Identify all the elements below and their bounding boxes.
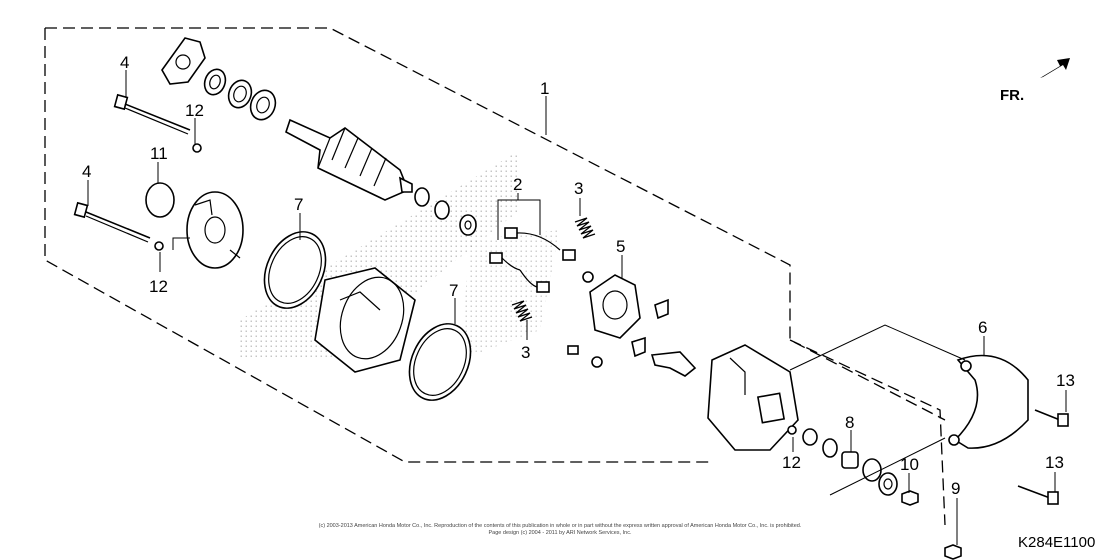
brush-spring-lower bbox=[511, 300, 533, 322]
watermark-stipple bbox=[240, 150, 560, 360]
assembly-dashed-outline bbox=[44, 27, 946, 526]
callout-9: 9 bbox=[951, 479, 960, 498]
brush-holder bbox=[582, 271, 641, 339]
brush-spring-upper bbox=[574, 217, 596, 239]
rear-washers-bearing bbox=[787, 425, 962, 560]
o-ring-large bbox=[145, 182, 175, 218]
callout-13-upper: 13 bbox=[1056, 371, 1075, 390]
long-bolt-upper bbox=[113, 93, 191, 135]
cover-bolt-lower bbox=[1017, 485, 1059, 505]
copyright-line-1: (c) 2003-2013 American Honda Motor Co., … bbox=[319, 523, 802, 529]
callout-5: 5 bbox=[616, 237, 625, 256]
callout-2: 2 bbox=[513, 175, 522, 194]
callout-1: 1 bbox=[540, 79, 549, 98]
callout-13-lower: 13 bbox=[1045, 453, 1064, 472]
callout-12-lower: 12 bbox=[149, 277, 168, 296]
front-direction-label: FR. bbox=[1000, 87, 1024, 104]
thrust-washers bbox=[203, 68, 277, 121]
leader-lines bbox=[87, 70, 1067, 545]
callout-7-upper: 7 bbox=[294, 195, 303, 214]
callouts: 1 2 3 3 4 4 5 6 7 7 8 9 10 11 12 12 12 1… bbox=[82, 53, 1075, 498]
side-cover bbox=[948, 354, 1029, 449]
callout-7-lower: 7 bbox=[449, 281, 458, 300]
copyright-line-2: Page design (c) 2004 - 2011 by ARI Netwo… bbox=[489, 530, 632, 536]
front-direction-arrow-icon bbox=[1040, 58, 1070, 78]
callout-11: 11 bbox=[150, 144, 168, 163]
brush-set bbox=[489, 227, 576, 293]
callout-3-upper: 3 bbox=[574, 179, 583, 198]
diagram-ref-code: K284E1100 bbox=[1018, 534, 1095, 551]
o-ring-yoke-lower bbox=[408, 323, 472, 401]
lock-plate bbox=[161, 37, 206, 85]
callout-8: 8 bbox=[845, 413, 854, 432]
armature bbox=[285, 118, 413, 201]
o-ring-small-upper bbox=[192, 143, 202, 153]
callout-12-upper: 12 bbox=[185, 101, 204, 120]
brush-holder-hardware bbox=[567, 298, 697, 377]
cover-bolt-upper bbox=[1034, 409, 1069, 427]
callout-4-upper: 4 bbox=[120, 53, 129, 72]
o-ring-yoke-upper bbox=[263, 231, 327, 309]
callout-12-rear: 12 bbox=[782, 453, 801, 472]
long-bolt-lower bbox=[73, 201, 151, 243]
callout-3-lower: 3 bbox=[521, 343, 530, 362]
armature-washers bbox=[414, 187, 477, 236]
o-ring-small-lower bbox=[154, 241, 164, 251]
yoke bbox=[314, 267, 416, 373]
front-cover bbox=[186, 191, 244, 269]
callout-10: 10 bbox=[900, 455, 919, 474]
callout-4-lower: 4 bbox=[82, 162, 91, 181]
callout-6: 6 bbox=[978, 318, 987, 337]
rear-cover bbox=[707, 344, 799, 451]
